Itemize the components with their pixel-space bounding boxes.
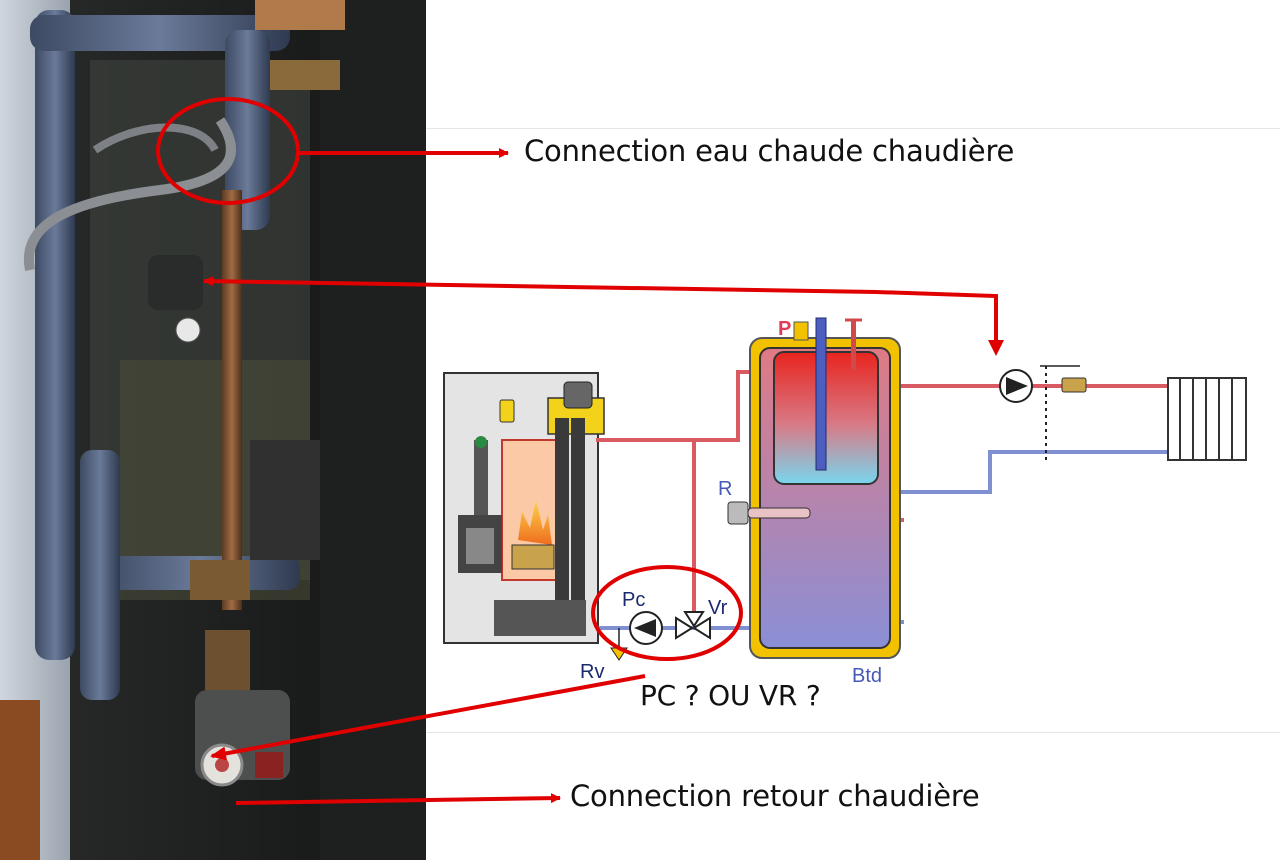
radiator-pump xyxy=(999,365,1087,462)
pump-link-arrow xyxy=(203,276,877,294)
hot-water-connection-label: Connection eau chaude chaudière xyxy=(524,134,1015,168)
pc-or-vr-question: PC ? OU VR ? xyxy=(640,679,821,712)
flame-icon xyxy=(518,500,552,545)
valve-vr xyxy=(675,611,711,640)
pc-vr-arrow xyxy=(210,674,646,761)
gauge xyxy=(175,317,201,343)
label-r: R xyxy=(718,478,732,500)
label-pc: Pc xyxy=(622,589,645,611)
boiler xyxy=(443,372,605,644)
insulated-pipe-left xyxy=(35,10,75,660)
radiator xyxy=(1167,377,1247,461)
divider-top xyxy=(426,128,1280,129)
return-arrow xyxy=(235,793,561,805)
hot-water-connection-circle xyxy=(156,97,300,205)
buffer-tank xyxy=(727,317,901,659)
annotations xyxy=(156,97,1004,805)
installation-photo xyxy=(0,0,426,860)
copper-pipe xyxy=(222,190,242,610)
divider-bottom xyxy=(426,732,1280,733)
pump-top xyxy=(148,255,203,310)
loading-pump-pc xyxy=(629,611,663,645)
label-rv: Rv xyxy=(580,661,604,683)
wood-frame xyxy=(0,700,40,860)
pc-vr-circle xyxy=(591,565,743,661)
return-connection-label: Connection retour chaudière xyxy=(570,779,980,813)
label-p: P xyxy=(778,318,791,340)
label-btd: Btd xyxy=(852,665,882,687)
pump-link-line xyxy=(875,290,998,340)
label-vr: Vr xyxy=(708,597,728,619)
